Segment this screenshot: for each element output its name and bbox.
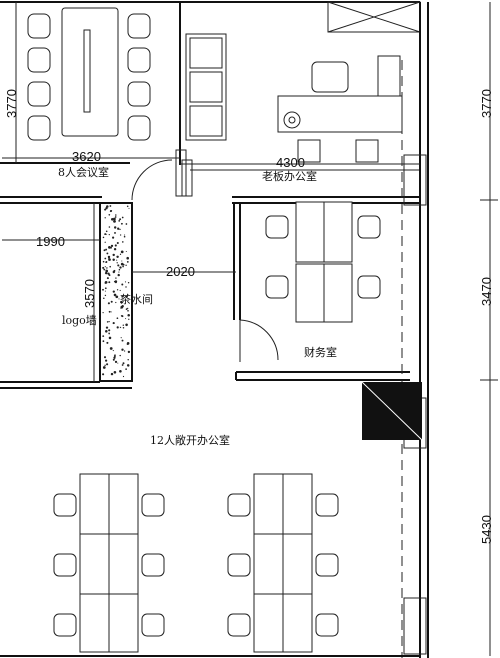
room-label-boss: 老板办公室 [262,169,317,183]
finance-desks [265,201,381,323]
walls [0,1,429,658]
boss-furniture [185,33,403,163]
dim-meeting-height: 3770 [4,89,19,118]
room-label-logo: logo墙 [62,313,97,327]
tea-room-counter [102,205,131,378]
room-label-meeting: 8人会议室 [58,165,109,179]
dim-left-offset: 1990 [36,234,65,249]
open-office-desks [53,473,339,653]
dim-tea-height: 3570 [82,279,97,308]
room-label-finance: 财务室 [304,345,337,359]
dim-boss-width: 4300 [276,155,305,170]
room-label-tea: 茶水间 [120,293,153,306]
dim-meeting-width: 3620 [72,149,101,164]
dim-right-middle: 3470 [479,277,494,306]
dim-tea-width: 2020 [166,264,195,279]
meeting-furniture [27,7,151,141]
dim-right-lower: 5430 [479,515,494,544]
dim-right-upper: 3770 [479,89,494,118]
room-label-open: 12人敞开办公室 [150,433,230,447]
